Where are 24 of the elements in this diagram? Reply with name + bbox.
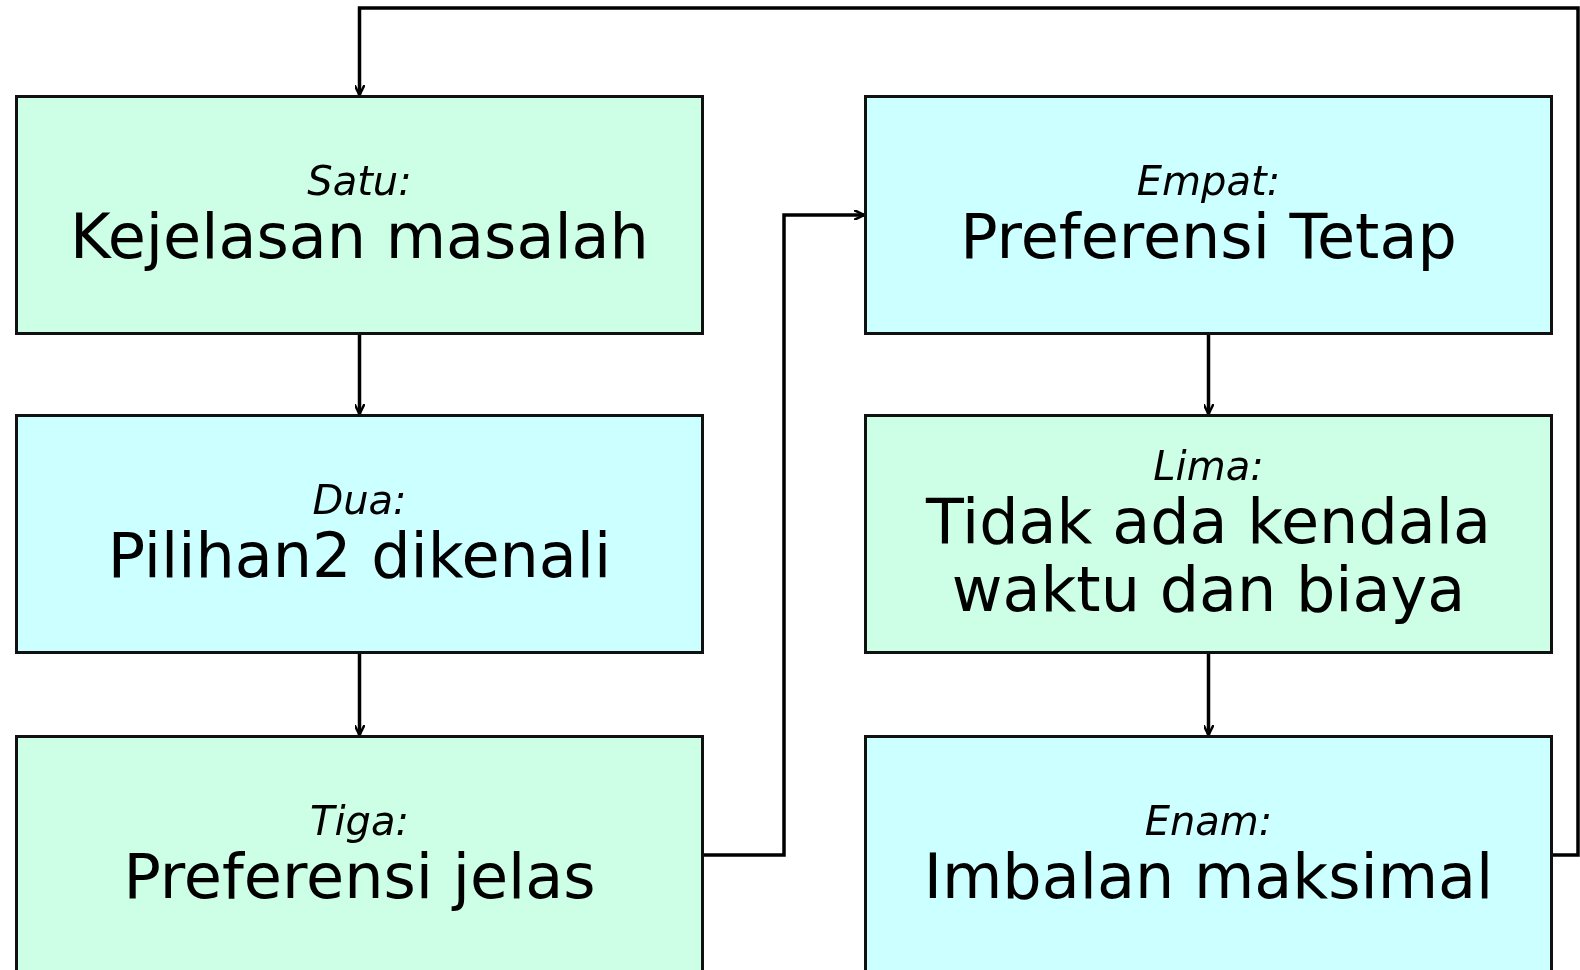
process-box: [864, 95, 1553, 335]
step-label: Satu:: [307, 158, 412, 203]
step-label: Enam:: [1144, 798, 1273, 843]
step-title: Pilihan2 dikenali: [107, 521, 612, 591]
arrow: [1202, 654, 1215, 737]
process-box: [15, 735, 704, 970]
arrow: [353, 654, 366, 737]
process-box: [864, 414, 1553, 654]
arrow: [704, 208, 866, 857]
step-label: Lima:: [1153, 443, 1264, 488]
step-label: Tiga:: [310, 798, 409, 843]
step-label: Empat:: [1136, 158, 1281, 203]
arrow: [353, 6, 1580, 857]
step-title: Preferensi Tetap: [960, 202, 1457, 272]
step-label: Dua:: [312, 477, 407, 522]
step-title: Preferensi jelas: [123, 842, 596, 912]
process-box: [15, 95, 704, 335]
step-title: Imbalan maksimal: [923, 842, 1494, 912]
step-title: Kejelasan masalah: [70, 202, 649, 272]
arrow: [1202, 335, 1215, 416]
process-box: [15, 414, 704, 654]
process-box: [864, 735, 1553, 970]
arrow: [353, 335, 366, 416]
step-title: Tidak ada kendala waktu dan biaya: [924, 487, 1492, 625]
